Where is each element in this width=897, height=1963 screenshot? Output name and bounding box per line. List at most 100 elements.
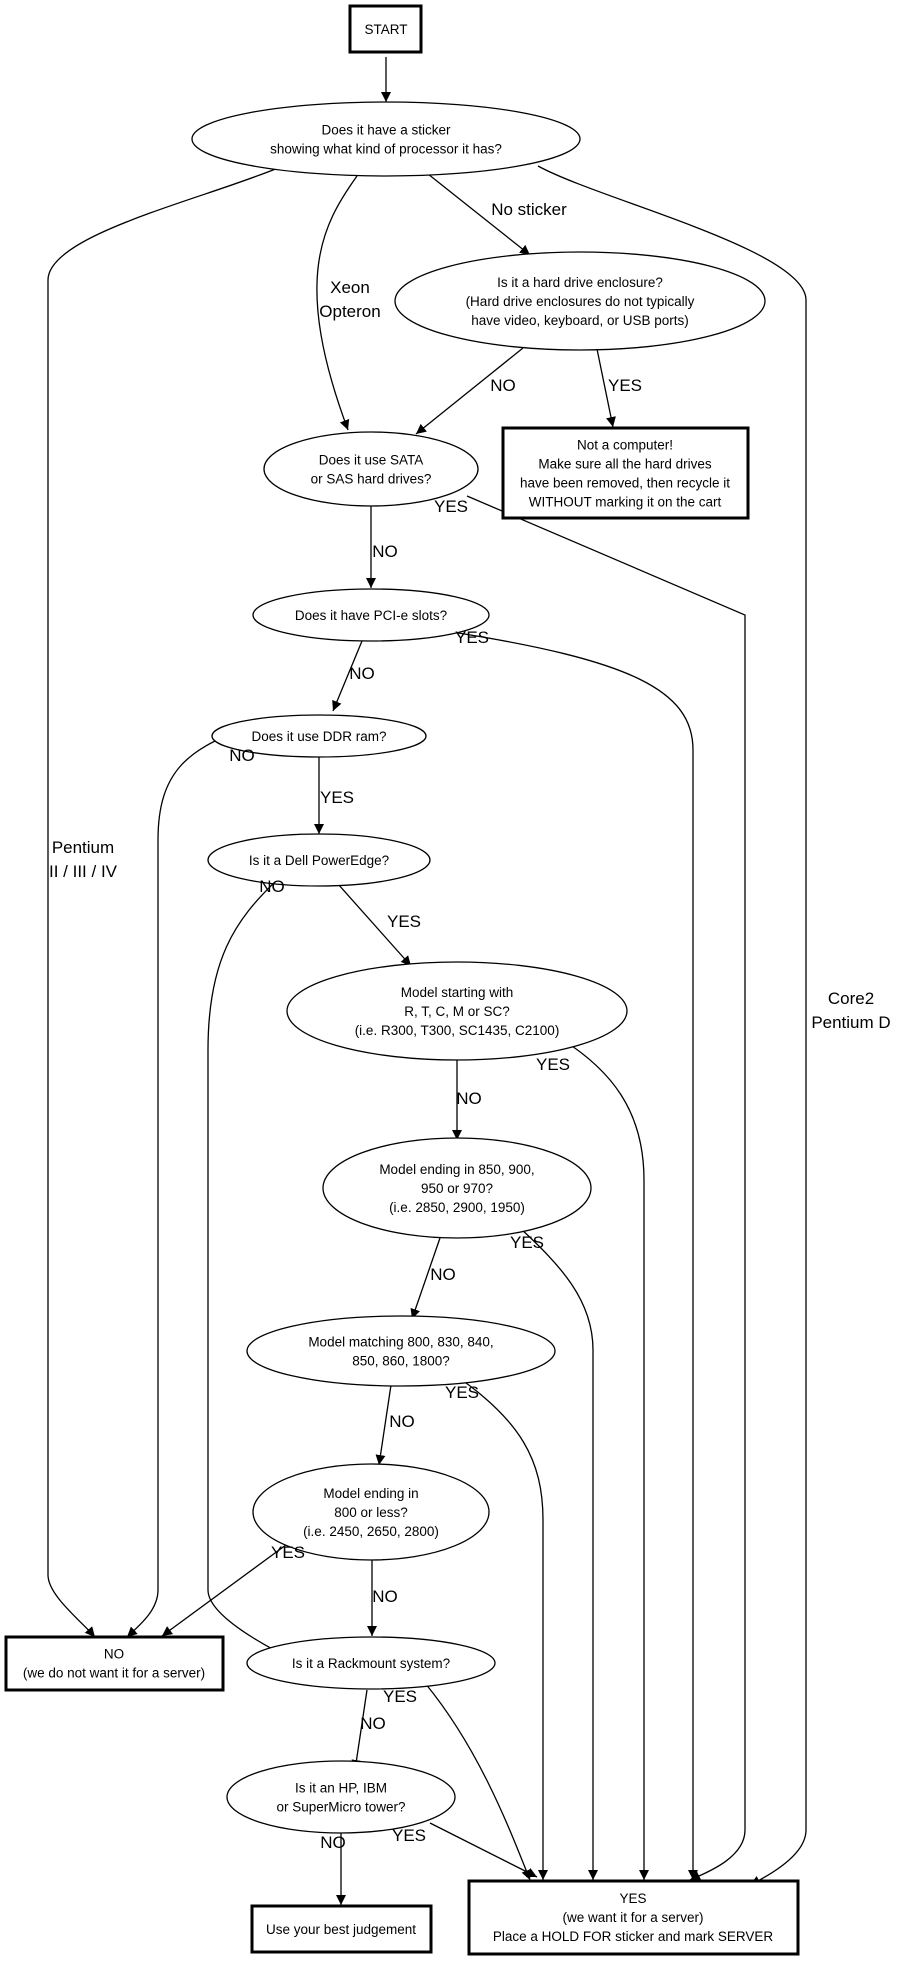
edge-rack-yes — [424, 1682, 531, 1881]
text-line: Use your best judgement — [266, 1922, 416, 1937]
text-line: Core2 — [828, 989, 874, 1008]
text-line: NO — [490, 376, 516, 395]
label-rack-yes: YES — [383, 1687, 417, 1706]
text-line: NO — [372, 1587, 398, 1606]
label-enclosure-no: NO — [490, 376, 516, 395]
text-line: NO — [372, 542, 398, 561]
label-ddr-yes: YES — [320, 788, 354, 807]
node-model-rtcm-text: Model starting with R, T, C, M or SC? (i.e… — [355, 985, 560, 1038]
edge-sticker-no — [47, 167, 279, 1638]
node-model-800: Model matching 800, 830, 840, 850, 860, 1… — [246, 1315, 556, 1387]
text-line: (we want it for a server) — [562, 1910, 703, 1925]
edge-enclosure-notcomputer — [596, 348, 616, 428]
text-line: have video, keyboard, or USB ports) — [471, 313, 689, 328]
text-line: Model matching 800, 830, 840, — [308, 1335, 493, 1350]
node-sticker: Does it have a sticker showing what kind … — [191, 101, 581, 177]
node-no-server-text: NO (we do not want it for a server) — [23, 1647, 205, 1681]
node-rackmount: Is it a Rackmount system? — [246, 1636, 496, 1690]
node-dell-text: Is it a Dell PowerEdge? — [249, 853, 389, 868]
label-tower-no: NO — [320, 1833, 346, 1852]
label-850-yes: YES — [510, 1233, 544, 1252]
text-line: NO — [430, 1265, 456, 1284]
edge-pcie-ddr — [332, 640, 363, 712]
text-line: Make sure all the hard drives — [538, 457, 712, 472]
text-line: YES — [271, 1543, 305, 1562]
label-pcie-no: NO — [349, 664, 375, 683]
node-pcie-text: Does it have PCI-e slots? — [295, 608, 447, 623]
label-le800-yes: YES — [271, 1543, 305, 1562]
text-line: Is it a Dell PowerEdge? — [249, 853, 389, 868]
text-line: Does it have PCI-e slots? — [295, 608, 447, 623]
text-line: YES — [387, 912, 421, 931]
text-line: have been removed, then recycle it — [520, 476, 730, 491]
edge-tower-yes — [429, 1822, 538, 1878]
text-line: YES — [383, 1687, 417, 1706]
text-line: Is it a hard drive enclosure? — [497, 275, 663, 290]
edge-850-yes — [519, 1227, 598, 1880]
edge-800-modelle800 — [375, 1384, 392, 1466]
text-line: 800 or less? — [334, 1505, 408, 1520]
label-dell-no: NO — [259, 877, 285, 896]
label-rtcm-no: NO — [456, 1089, 482, 1108]
label-800-no: NO — [389, 1412, 415, 1431]
text-line: START — [364, 22, 407, 37]
text-line: Does it have a sticker — [321, 123, 451, 138]
label-enclosure-yes: YES — [608, 376, 642, 395]
text-line: NO — [104, 1647, 124, 1662]
text-line: YES — [510, 1233, 544, 1252]
edge-pcie-yes — [451, 631, 698, 1880]
text-line: NO — [389, 1412, 415, 1431]
label-ddr-no: NO — [229, 746, 255, 765]
text-line: 850, 860, 1800? — [352, 1354, 450, 1369]
label-rack-no: NO — [360, 1714, 386, 1733]
label-rtcm-yes: YES — [536, 1055, 570, 1074]
node-model-800-text: Model matching 800, 830, 840, 850, 860, 1… — [308, 1335, 493, 1369]
node-not-computer: Not a computer!Make sure all the hard dr… — [501, 426, 750, 520]
node-yes-server: YES(we want it for a server)Place a HOLD… — [467, 1879, 800, 1956]
label-no-sticker: No sticker — [491, 200, 567, 219]
label-pcie-yes: YES — [455, 628, 489, 647]
text-line: YES — [536, 1055, 570, 1074]
text-line: R, T, C, M or SC? — [404, 1004, 510, 1019]
text-line: showing what kind of processor it has? — [270, 142, 502, 157]
node-judgement-text: Use your best judgement — [266, 1922, 416, 1937]
nodes: START Does it have a sticker showing what… — [4, 4, 800, 1956]
edge-rack-tower — [351, 1689, 368, 1771]
text-line: Is it a Rackmount system? — [292, 1656, 450, 1671]
text-line: Pentium — [52, 838, 114, 857]
text-line: Model starting with — [401, 985, 514, 1000]
text-line: (Hard drive enclosures do not typically — [466, 294, 695, 309]
edge-ddr-no — [126, 729, 241, 1638]
label-le800-no: NO — [372, 1587, 398, 1606]
text-line: Does it use DDR ram? — [251, 729, 386, 744]
text-line: YES — [434, 497, 468, 516]
text-line: Place a HOLD FOR sticker and mark SERVER — [493, 1929, 774, 1944]
edge-sticker-sata — [316, 175, 358, 431]
text-line: NO — [320, 1833, 346, 1852]
node-ddr-text: Does it use DDR ram? — [251, 729, 386, 744]
text-line: 950 or 970? — [421, 1181, 493, 1196]
text-line: (i.e. 2450, 2650, 2800) — [303, 1524, 439, 1539]
label-tower-yes: YES — [392, 1826, 426, 1845]
text-line: (we do not want it for a server) — [23, 1666, 205, 1681]
text-line: No sticker — [491, 200, 567, 219]
text-line: (i.e. R300, T300, SC1435, C2100) — [355, 1023, 560, 1038]
text-line: YES — [455, 628, 489, 647]
text-line: WITHOUT marking it on the cart — [529, 495, 722, 510]
node-no-server: NO (we do not want it for a server) — [4, 1635, 225, 1692]
text-line: or SAS hard drives? — [311, 472, 432, 487]
node-dell: Is it a Dell PowerEdge? — [207, 833, 431, 887]
edge-dell-model-rtcm — [337, 883, 412, 967]
text-line: Xeon — [330, 278, 370, 297]
node-start-text: START — [364, 22, 407, 37]
node-judgement: Use your best judgement — [250, 1904, 433, 1954]
text-line: YES — [392, 1826, 426, 1845]
edge-850-model800 — [410, 1237, 441, 1320]
